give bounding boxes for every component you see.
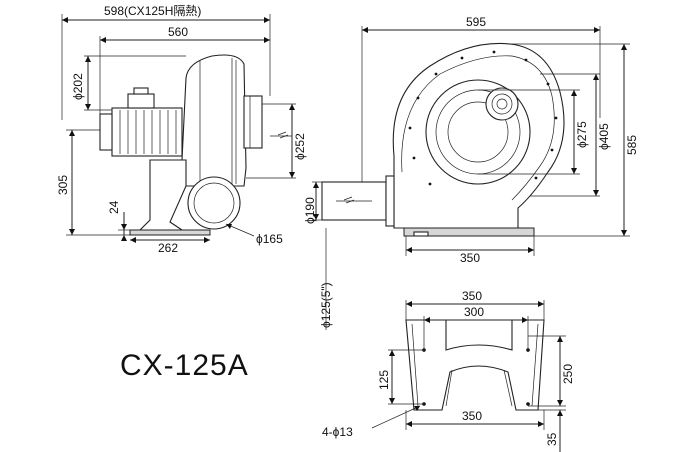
inlet-inner-ring	[447, 101, 509, 163]
dim-inlet-diameter: ϕ165	[256, 232, 283, 246]
dim-motor-height: ϕ202	[71, 73, 85, 100]
support-leg	[138, 159, 187, 231]
front-base-plate	[403, 227, 535, 237]
dim-base-width: 262	[158, 241, 178, 255]
terminal-cap	[133, 87, 149, 95]
dim-body-width: 560	[168, 25, 188, 39]
motor-cooling-fins	[119, 110, 177, 154]
outlet-flange	[385, 175, 395, 227]
dim-inner-ring: ϕ275	[575, 121, 589, 148]
dim-overall-width: 598(CX125H隔熱)	[104, 4, 201, 18]
motor-body	[111, 107, 183, 157]
dim-front-base: 350	[460, 251, 480, 265]
outlet-flange-side	[243, 95, 263, 149]
terminal-box	[127, 93, 155, 109]
base-frame	[405, 319, 545, 411]
dim-foot-thickness: 35	[545, 432, 559, 446]
model-name: CX-125A	[120, 349, 249, 382]
dim-duct-size: ϕ190	[303, 197, 317, 224]
motor-end-cap	[99, 113, 113, 151]
dim-base-outer: 350	[462, 289, 482, 303]
motor-hub	[485, 87, 519, 121]
dim-duct-pipe: ϕ125(5")	[319, 282, 333, 328]
dim-outlet-height: 305	[56, 175, 70, 195]
dim-hole-spacing: 300	[464, 305, 484, 319]
side-view: 598(CX125H隔熱) 560 ϕ202 305 24 262	[56, 4, 307, 255]
base-view: 350 300 350 125 250 35	[322, 289, 575, 452]
dim-hole-height: 125	[377, 370, 391, 390]
inlet-ring-side	[187, 176, 241, 230]
dim-foot-height: 24	[107, 200, 121, 214]
dim-holes: 4-ϕ13	[322, 425, 353, 439]
fan-housing	[181, 54, 247, 187]
dim-outlet-diameter: ϕ252	[293, 133, 307, 160]
dim-base-bottom: 350	[462, 409, 482, 423]
side-base-plate	[129, 229, 211, 236]
dim-front-height: 585	[625, 135, 639, 155]
dim-outer-ring: ϕ405	[597, 123, 611, 150]
front-view: 595 585 ϕ275 ϕ405 ϕ190 ϕ125(5")	[303, 15, 639, 330]
casing-bolts	[408, 50, 558, 186]
dim-front-width: 595	[466, 15, 486, 29]
dim-base-height: 250	[561, 364, 575, 384]
